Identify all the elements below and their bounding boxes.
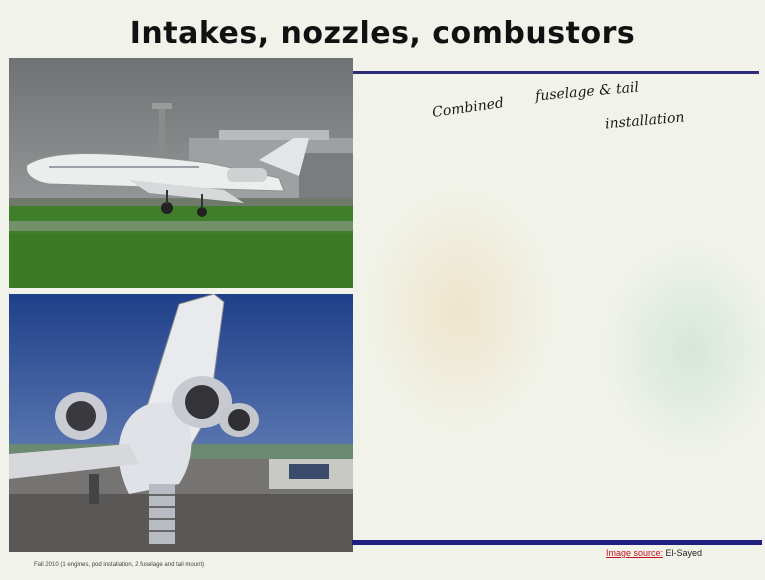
footer-rule [352,540,762,545]
tail-engines-photo [9,294,353,552]
footer-note: Fall 2010 (1 engines, pod installation, … [34,562,205,568]
aircraft-takeoff-photo [9,58,353,288]
decorative-blob [600,240,765,460]
image-source: Image source: El-Sayed [606,548,702,558]
handwritten-annotation: installation [604,109,686,133]
image-source-label[interactable]: Image source: [606,548,664,558]
handwritten-annotation: fuselage & tail [534,79,640,105]
image-source-name: El-Sayed [665,548,703,558]
decorative-blob [360,180,560,440]
slide-title: Intakes, nozzles, combustors [129,16,636,51]
handwritten-annotation: Combined [431,95,505,121]
title-rule [352,71,759,74]
